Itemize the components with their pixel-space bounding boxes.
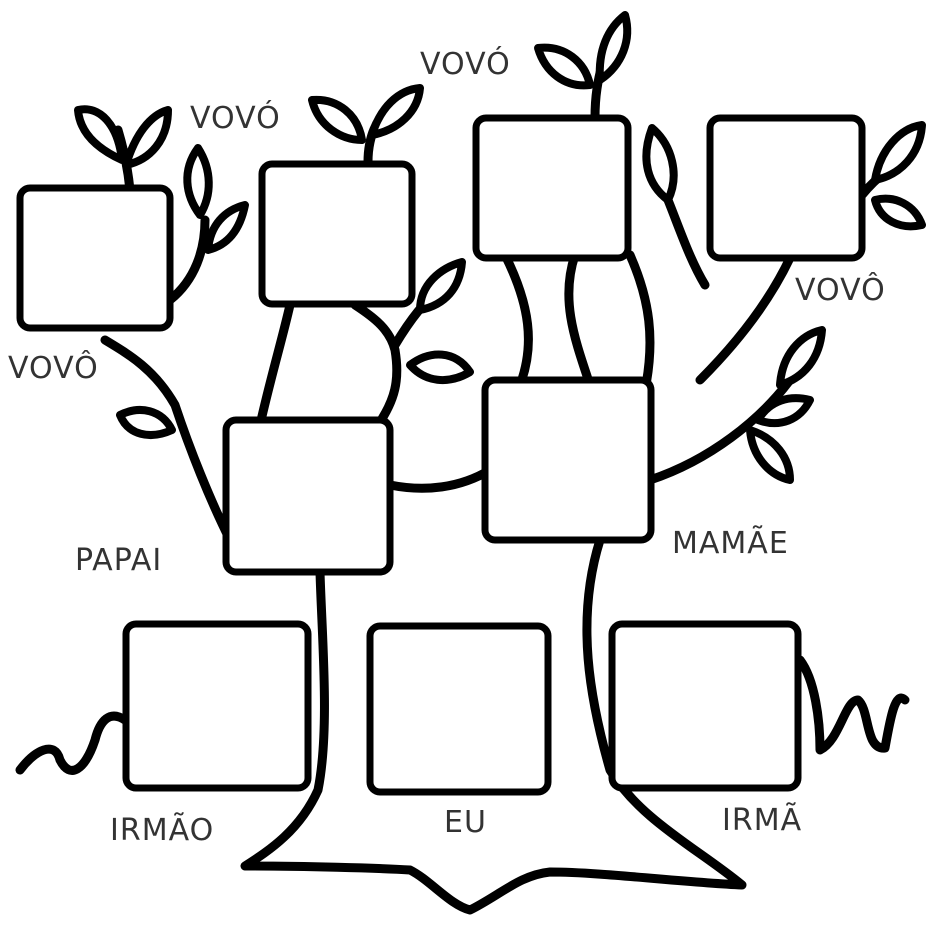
leaf-icon (308, 95, 366, 144)
label-irmao: IRMÃO (110, 812, 214, 848)
leaf-icon (871, 194, 926, 231)
leaf-icon (746, 426, 794, 484)
leaf-icon (116, 406, 176, 439)
label-vovo-top-right: VOVÓ (420, 45, 511, 82)
leaf-icon (74, 105, 126, 164)
frame-vovo-left (16, 184, 174, 332)
frame-eu (366, 622, 552, 796)
labels: VOVÓ VOVÓ VOVÔ VOVÔ PAPAI MAMÃE IRMÃO EU… (8, 45, 886, 848)
frame-irmao (122, 620, 312, 792)
label-eu: EU (444, 805, 487, 840)
branches-and-leaves (74, 11, 926, 484)
leaf-icon (776, 326, 826, 389)
label-vovo-left: VOVÔ (8, 349, 99, 386)
leaf-icon (595, 11, 632, 84)
leaf-icon (416, 258, 466, 314)
leaf-icon (122, 106, 172, 169)
frame-mamae (481, 376, 655, 544)
leaf-icon (183, 144, 213, 219)
label-vovo-top-left: VOVÓ (190, 99, 281, 136)
label-irma: IRMÃ (722, 802, 802, 838)
leaf-icon (368, 84, 424, 139)
tree-roots (15, 655, 910, 775)
frame-irma (608, 620, 802, 792)
label-vovo-right: VOVÔ (795, 271, 886, 308)
leaf-icon (204, 201, 249, 254)
leaf-icon (871, 121, 926, 184)
label-mamae: MAMÃE (672, 525, 789, 561)
label-papai: PAPAI (75, 543, 162, 578)
leaf-icon (642, 124, 678, 204)
frame-vovo-top-left (258, 160, 416, 308)
frame-vovo-top-right (472, 114, 632, 262)
leaf-icon (406, 350, 474, 385)
frame-vovo-right (706, 114, 866, 262)
photo-frames (16, 114, 866, 796)
leaf-icon (534, 43, 594, 90)
leaf-icon (754, 394, 814, 428)
frame-papai (222, 416, 394, 576)
